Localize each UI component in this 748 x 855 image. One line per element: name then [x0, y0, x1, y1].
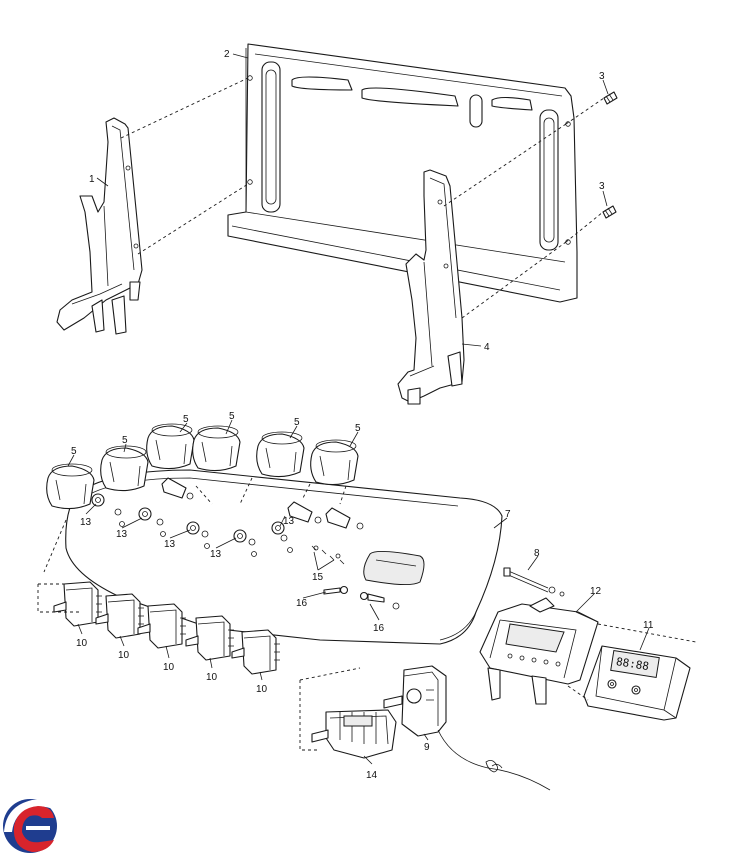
callout-10-e: 10: [256, 684, 268, 695]
spindle-nut-5: [271, 521, 293, 553]
knob-2: [100, 445, 149, 492]
callout-13-a: 13: [80, 517, 92, 528]
callout-3-bottom: 3: [599, 181, 605, 192]
knob-4: [192, 425, 241, 472]
spindle-nut-4: [233, 529, 257, 557]
callout-11: 11: [643, 620, 654, 631]
spindle-nut-1: [91, 493, 125, 527]
callout-13-e: 13: [283, 516, 295, 527]
callout-13-c: 13: [164, 539, 176, 550]
callout-15: 15: [312, 572, 324, 583]
control-panel-fascia: [65, 469, 503, 645]
spindle-nut-2: [138, 507, 166, 537]
callout-10-d: 10: [206, 672, 218, 683]
brand-logo: [3, 799, 57, 853]
energy-regulator-3: [137, 603, 186, 649]
left-side-bracket: [56, 117, 143, 335]
callout-12: 12: [590, 586, 602, 597]
energy-regulator-1: [53, 581, 102, 627]
callout-8: 8: [534, 548, 540, 559]
callout-14: 14: [366, 770, 378, 781]
callout-10-a: 10: [76, 638, 88, 649]
screw-bottom: [602, 205, 617, 219]
right-side-bracket: [397, 169, 465, 405]
fixing-screw-16-right: [359, 591, 400, 610]
callout-3-top: 3: [599, 71, 605, 82]
callout-13-b: 13: [116, 529, 128, 540]
callout-16-left: 16: [296, 598, 308, 609]
callout-5-c: 5: [183, 414, 189, 425]
callout-5-d: 5: [229, 411, 235, 422]
callout-5-f: 5: [355, 423, 361, 434]
energy-regulator-4: [185, 615, 234, 661]
callout-4: 4: [484, 342, 490, 353]
clock-timer: 88:88: [583, 645, 691, 721]
oven-thermostat: [383, 665, 551, 791]
wire-link: [503, 567, 565, 597]
callout-9: 9: [424, 742, 430, 753]
fixing-screws-15: [311, 545, 345, 565]
callout-5-a: 5: [71, 446, 77, 457]
knob-3: [146, 423, 195, 470]
timer-display-readout: 88:88: [615, 655, 650, 673]
callout-7: 7: [505, 509, 511, 520]
callout-10-b: 10: [118, 650, 130, 661]
callout-labels: 1 2 3 3 4 5 5 5 5 5 5 7 8 9 10 10 10 10 …: [71, 49, 654, 781]
callout-1: 1: [89, 174, 95, 185]
knob-6: [310, 439, 359, 486]
oven-selector-switch: [311, 709, 397, 759]
spindle-sleeves: [161, 477, 364, 530]
spindle-nut-3: [186, 521, 210, 549]
back-panel: [227, 43, 578, 303]
callout-5-e: 5: [294, 417, 300, 428]
callout-13-d: 13: [210, 549, 222, 560]
callout-5-b: 5: [122, 435, 128, 446]
callout-10-c: 10: [163, 662, 175, 673]
callout-16-right: 16: [373, 623, 385, 634]
knob-1: [46, 463, 95, 510]
knob-5: [256, 431, 305, 478]
timer-housing-bracket: [479, 597, 599, 705]
energy-regulator-2: [95, 593, 144, 639]
energy-regulator-5: [231, 629, 280, 675]
leader-lines: [67, 53, 650, 765]
callout-2: 2: [224, 49, 230, 60]
screw-top: [603, 91, 618, 105]
assembly-lines-upper: [120, 77, 605, 319]
